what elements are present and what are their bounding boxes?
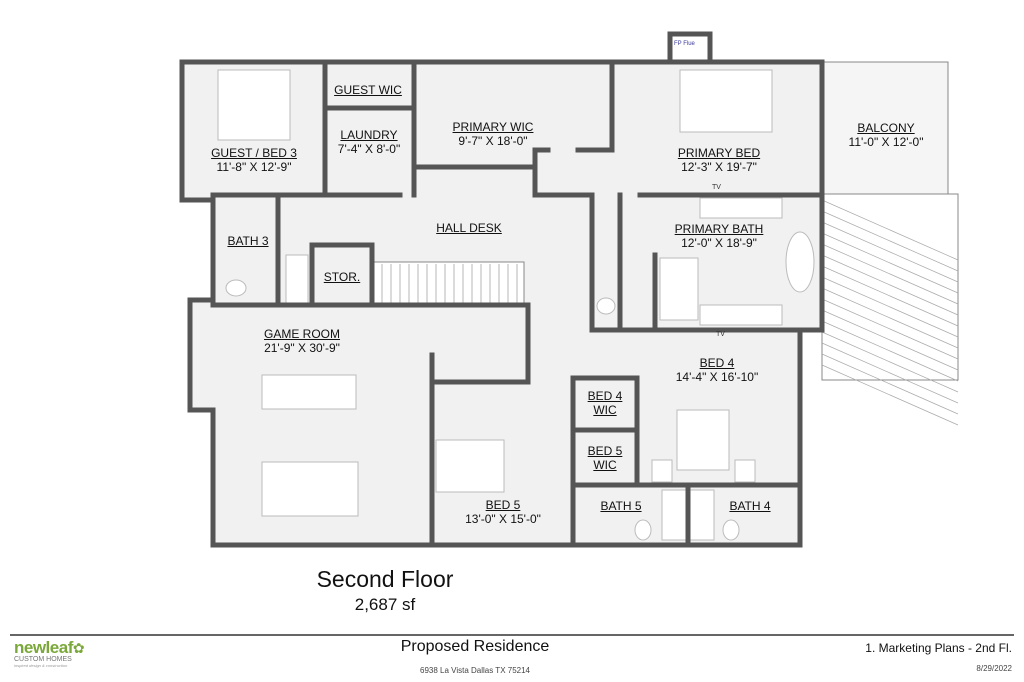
main-stair: [373, 261, 525, 307]
project-address: 6938 La Vista Dallas TX 75214: [419, 666, 531, 675]
exterior-stair-tread: [821, 232, 959, 294]
plan-title: Second Floor: [316, 566, 454, 592]
exterior-stair-tread: [821, 320, 959, 382]
room-bed-4-wic: BED 4 WIC: [587, 389, 623, 417]
room-hall-desk: HALL DESK: [436, 221, 502, 235]
tv-label: TV: [712, 184, 721, 191]
walls: [179, 31, 825, 548]
exterior-stair-tread: [821, 265, 959, 327]
room-guest-wic: GUEST WIC: [334, 83, 402, 97]
exterior-stair-tread: [821, 221, 959, 283]
fireplace-flue-label: FP Flue: [674, 41, 695, 47]
exterior-stair-tread: [821, 210, 959, 272]
sheet-date: 8/29/2022: [976, 664, 1012, 673]
room-bath-5: BATH 5: [600, 499, 642, 513]
room-storage: STOR.: [323, 270, 361, 284]
furniture: [217, 69, 815, 541]
exterior-stair-tread: [821, 331, 959, 393]
room-bath-3: BATH 3: [227, 234, 269, 248]
room-bath-4: BATH 4: [729, 499, 771, 513]
exterior-stair-tread: [821, 199, 959, 261]
room-bed-5-wic: BED 5 WIC: [587, 444, 623, 472]
exterior-stair-tread: [821, 243, 959, 305]
exterior-stair-tread: [821, 309, 959, 371]
exterior-stair-tread: [821, 276, 959, 338]
sheet-title: 1. Marketing Plans - 2nd Fl.: [865, 641, 1012, 655]
exterior-stair-tread: [821, 287, 959, 349]
newleaf-logo: newleaf✿ CUSTOM HOMES inspired design & …: [14, 638, 85, 668]
exterior-stair: [821, 199, 959, 426]
exterior-stair-tread: [821, 342, 959, 404]
project-name: Proposed Residence: [400, 638, 550, 655]
exterior-stair-tread: [821, 364, 959, 426]
title-block-divider: [10, 634, 1014, 636]
plan-area: 2,687 sf: [354, 595, 416, 614]
tv-label: TV: [716, 331, 725, 338]
exterior-stair-tread: [821, 353, 959, 415]
leaf-icon: ✿: [72, 640, 85, 656]
exterior-stair-tread: [821, 298, 959, 360]
exterior-stair-tread: [821, 254, 959, 316]
